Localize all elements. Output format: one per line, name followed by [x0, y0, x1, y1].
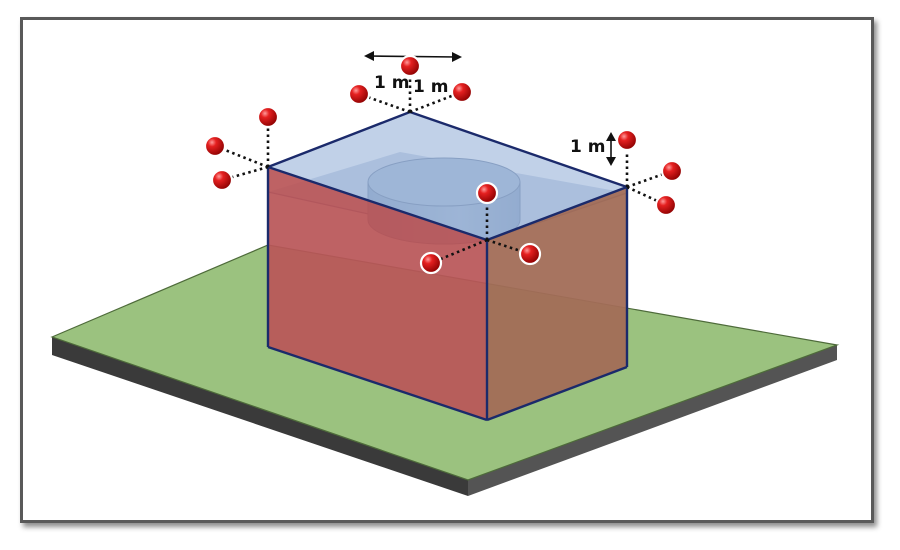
- receptor-sphere: [203, 134, 227, 158]
- box-front-face: [268, 167, 487, 420]
- receptor-sphere: [654, 193, 678, 217]
- receptor-sphere: [398, 54, 422, 78]
- receptor-sphere: [450, 80, 474, 104]
- ground-edge-right: [468, 345, 837, 496]
- label-top-left-spacing: 1 m: [374, 73, 409, 93]
- receptor-sphere: [518, 242, 542, 266]
- receptor-sphere: [210, 168, 234, 192]
- receptor-spheres: [203, 54, 684, 275]
- box-right-face: [487, 187, 627, 420]
- box-top-face: [268, 112, 627, 240]
- dimension-arrows: [364, 51, 616, 166]
- receptor-sphere: [615, 128, 639, 152]
- receptor-sphere: [256, 105, 280, 129]
- label-top-right-spacing: 1 m: [413, 77, 448, 97]
- dimension-labels: 1 m 1 m 1 m: [374, 73, 605, 157]
- receptor-sphere: [660, 159, 684, 183]
- receptor-sphere: [347, 82, 371, 106]
- receptor-sphere: [475, 181, 499, 205]
- ground-edge-left: [52, 337, 468, 496]
- label-vertical-offset: 1 m: [570, 137, 605, 157]
- receptor-sphere: [419, 251, 443, 275]
